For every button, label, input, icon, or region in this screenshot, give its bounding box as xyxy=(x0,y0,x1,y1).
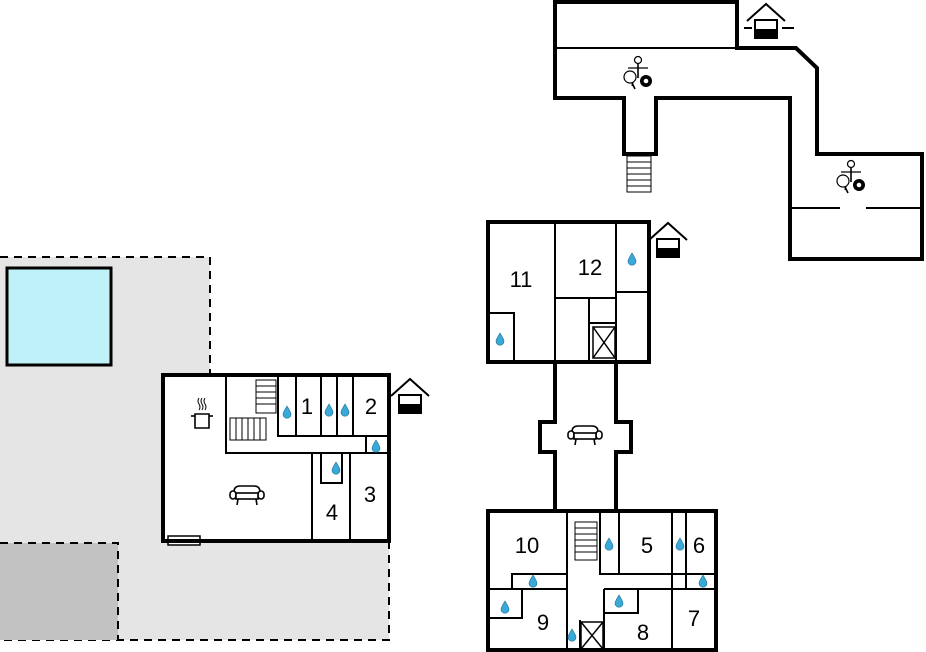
room-label-8: 8 xyxy=(637,620,649,645)
right-building-upper xyxy=(486,220,651,364)
stairs-icon xyxy=(626,155,652,193)
room-label-11: 11 xyxy=(510,267,533,292)
right-building-lower xyxy=(486,509,718,652)
room-label-12: 12 xyxy=(578,255,602,280)
house-entrance-icon xyxy=(390,378,430,414)
table-tennis-icon xyxy=(623,55,653,90)
house-entrance-icon xyxy=(744,3,794,39)
stairs-icon xyxy=(229,379,277,441)
pool xyxy=(5,266,113,367)
room-label-4: 4 xyxy=(326,500,338,525)
stove-icon xyxy=(191,397,213,429)
room-label-2: 2 xyxy=(365,394,377,419)
room-label-5: 5 xyxy=(641,533,653,558)
room-label-10: 10 xyxy=(515,533,539,558)
house-entrance-icon xyxy=(648,222,688,258)
room-label-6: 6 xyxy=(693,533,705,558)
games-area xyxy=(553,0,924,261)
left-building xyxy=(161,373,391,546)
stairs-icon xyxy=(574,521,598,561)
carport-area xyxy=(0,543,118,640)
room-label-3: 3 xyxy=(364,482,376,507)
room-label-1: 1 xyxy=(301,394,313,419)
room-label-9: 9 xyxy=(537,610,549,635)
sofa-icon xyxy=(567,425,603,446)
billiard-ball-icon xyxy=(836,159,866,194)
room-label-7: 7 xyxy=(688,606,700,631)
